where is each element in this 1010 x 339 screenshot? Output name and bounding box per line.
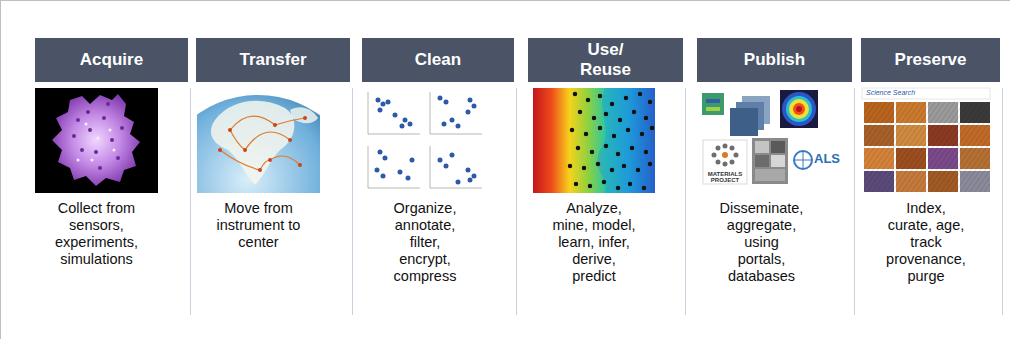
stage-title: Clean — [415, 50, 461, 70]
stage-column: CleanOrganize, annotate, filter, encrypt… — [362, 38, 514, 315]
column-divider — [190, 88, 191, 315]
stage-column: TransferMove from instrument to center — [196, 38, 350, 315]
stage-header: Clean — [362, 38, 514, 82]
stage-description: Index, curate, age, track provenance, pu… — [884, 200, 968, 285]
stage-header: Preserve — [861, 38, 1000, 82]
stage-header: Acquire — [35, 38, 188, 82]
stage-title: Use/ Reuse — [571, 40, 641, 80]
column-divider — [854, 88, 855, 315]
transfer-globe — [197, 95, 320, 193]
stage-description-area: Analyze, mine, model, learn, infer, deri… — [533, 200, 655, 285]
stage-description-area: Disseminate, aggregate, using portals, d… — [700, 200, 823, 285]
stage-description: Collect from sensors, experiments, simul… — [47, 200, 147, 268]
stage-description: Move from instrument to center — [209, 200, 309, 251]
stage-column: PreserveIndex, curate, age, track proven… — [861, 38, 1000, 315]
stage-column: AcquireCollect from sensors, experiments… — [35, 38, 188, 315]
site-title: Science Search — [866, 89, 946, 96]
stage-header: Transfer — [196, 38, 350, 82]
clean-scatter-plots — [368, 92, 482, 188]
stage-description: Organize, annotate, filter, encrypt, com… — [385, 200, 465, 285]
logo-text: ALS — [814, 152, 854, 166]
logo-text: MATERIALS PROJECT — [703, 171, 747, 184]
publish-collage — [702, 90, 818, 184]
column-divider — [516, 88, 517, 315]
stage-description: Analyze, mine, model, learn, infer, deri… — [549, 200, 639, 285]
column-divider — [352, 88, 353, 315]
stage-description-area: Index, curate, age, track provenance, pu… — [862, 200, 990, 285]
stage-description-area: Organize, annotate, filter, encrypt, com… — [362, 200, 488, 285]
stage-column: Use/ ReuseAnalyze, mine, model, learn, i… — [528, 38, 683, 315]
stage-header: Use/ Reuse — [528, 38, 683, 82]
stage-description-area: Collect from sensors, experiments, simul… — [35, 200, 158, 268]
acquire-image — [35, 88, 158, 193]
use-heatmap — [533, 88, 655, 193]
stage-header: Publish — [697, 38, 852, 82]
stage-description-area: Move from instrument to center — [197, 200, 320, 251]
column-divider — [685, 88, 686, 315]
preserve-tile-grid — [862, 88, 990, 192]
stage-title: Acquire — [80, 50, 143, 70]
stage-description: Disseminate, aggregate, using portals, d… — [719, 200, 804, 285]
stage-title: Transfer — [239, 50, 306, 70]
stage-title: Publish — [744, 50, 805, 70]
column-divider — [1002, 88, 1003, 315]
stage-title: Preserve — [895, 50, 967, 70]
